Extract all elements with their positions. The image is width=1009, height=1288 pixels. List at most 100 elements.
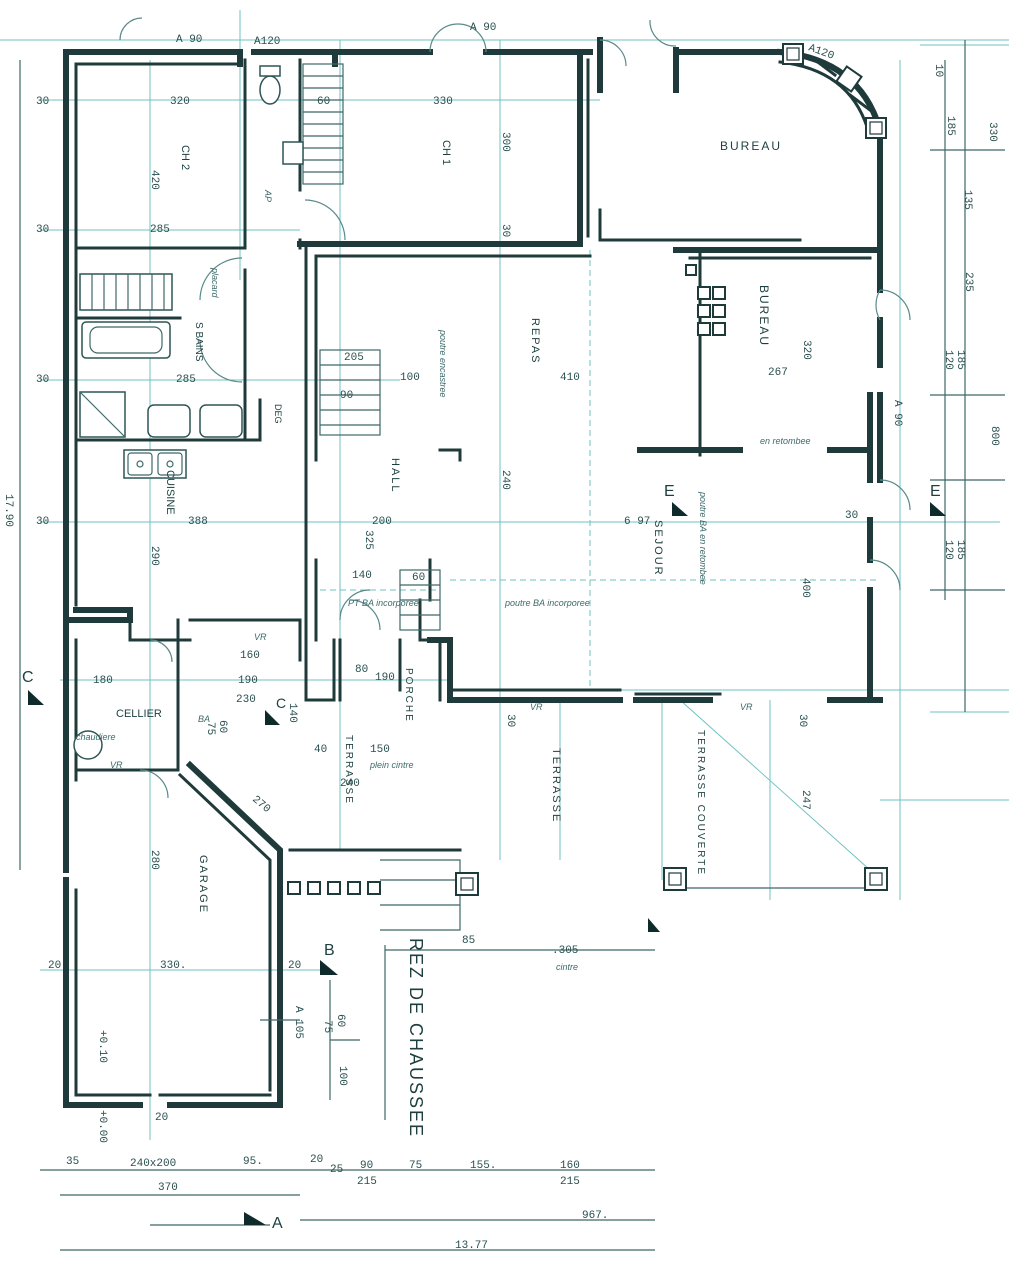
svg-text:VR: VR [530, 702, 543, 712]
sink-icon [123, 449, 187, 479]
svg-text:en retombee: en retombee [760, 436, 811, 446]
fixtures [73, 65, 304, 760]
columns [287, 264, 888, 896]
svg-text:240: 240 [499, 470, 511, 490]
washbasin-icon [147, 404, 191, 438]
svg-text:185: 185 [954, 540, 966, 560]
svg-text:155.: 155. [470, 1160, 496, 1172]
svg-text:VR: VR [740, 702, 753, 712]
svg-text:185: 185 [944, 116, 956, 136]
svg-text:30: 30 [36, 96, 49, 108]
svg-text:215: 215 [560, 1176, 580, 1188]
room-label-bains: S BAINS [193, 322, 204, 362]
room-label-sejour: SEJOUR [652, 520, 664, 577]
svg-text:247: 247 [799, 790, 811, 810]
construction-lines [0, 10, 1009, 1140]
section-label-b: B [324, 942, 335, 959]
svg-text:30: 30 [504, 714, 516, 727]
svg-text:290: 290 [148, 546, 160, 566]
svg-text:240: 240 [340, 778, 360, 790]
washbasin-icon [282, 141, 304, 165]
svg-text:90: 90 [340, 390, 353, 402]
svg-text:285: 285 [176, 374, 196, 386]
svg-text:30: 30 [796, 714, 808, 727]
svg-text:60: 60 [334, 1014, 346, 1027]
walls [63, 37, 883, 1108]
svg-text:160: 160 [240, 650, 260, 662]
svg-text:267: 267 [768, 367, 788, 379]
room-label-deg: DEG [273, 404, 283, 424]
svg-text:230: 230 [236, 694, 256, 706]
room-label-bureau-top: BUREAU [720, 139, 782, 153]
svg-text:320: 320 [800, 340, 812, 360]
svg-text:300: 300 [499, 132, 511, 152]
svg-text:388: 388 [188, 516, 208, 528]
section-marker-icon [28, 690, 44, 705]
column-icon [864, 867, 888, 891]
boiler-icon [73, 730, 103, 760]
svg-text:13.77: 13.77 [455, 1240, 488, 1252]
svg-text:25: 25 [330, 1164, 343, 1176]
svg-text:20: 20 [288, 960, 301, 972]
svg-text:chaudiere: chaudiere [76, 732, 116, 742]
svg-text:placard: placard [210, 267, 220, 299]
svg-text:A 90: A 90 [176, 34, 202, 46]
drawing-title: REZ DE CHAUSSEE [406, 938, 426, 1138]
svg-text:A 90: A 90 [470, 22, 496, 34]
svg-text:30: 30 [845, 510, 858, 522]
svg-text:400: 400 [799, 578, 811, 598]
bathtub-icon [81, 321, 171, 359]
section-marker-icon [320, 960, 338, 975]
section-label-c-left: C [22, 669, 34, 686]
svg-text:A 105: A 105 [292, 1006, 304, 1039]
svg-text:330: 330 [986, 122, 998, 142]
svg-text:285: 285 [150, 224, 170, 236]
room-label-bureau-mid: BUREAU [757, 285, 771, 347]
svg-text:75: 75 [409, 1160, 422, 1172]
svg-text:100: 100 [336, 1066, 348, 1086]
svg-text:10: 10 [932, 64, 944, 77]
svg-text:75: 75 [321, 1020, 333, 1033]
annotations: VR VR VR VR poutre BA incorporee PT BA i… [76, 189, 811, 972]
section-marker-icon [244, 1212, 266, 1225]
svg-text:150: 150 [370, 744, 390, 756]
column-icon [782, 43, 804, 65]
svg-text:BA: BA [198, 714, 210, 724]
svg-text:95.: 95. [243, 1156, 263, 1168]
svg-text:20: 20 [155, 1112, 168, 1124]
svg-text:205: 205 [344, 352, 364, 364]
column-icon [835, 65, 863, 93]
svg-text:plein cintre: plein cintre [369, 760, 414, 770]
room-label-terrasse-couverte: TERRASSE COUVERTE [695, 730, 706, 876]
door-swings [119, 17, 911, 799]
svg-text:190: 190 [238, 675, 258, 687]
svg-text:80: 80 [355, 664, 368, 676]
svg-text:.305: .305 [552, 945, 578, 957]
svg-text:200: 200 [372, 516, 392, 528]
svg-text:140: 140 [352, 570, 372, 582]
svg-text:135: 135 [961, 190, 973, 210]
svg-text:235: 235 [962, 272, 974, 292]
bottom-dimensions: 35 240x200 95. 370 20 25 90 215 75 155. … [66, 1154, 608, 1252]
svg-text:35: 35 [66, 1156, 79, 1168]
svg-text:20: 20 [310, 1154, 323, 1166]
svg-text:poutre encastree: poutre encastree [438, 329, 448, 398]
bay-window [776, 43, 887, 139]
svg-text:800: 800 [988, 426, 1000, 446]
svg-text:240x200: 240x200 [130, 1158, 176, 1170]
svg-text:100: 100 [400, 372, 420, 384]
svg-text:30: 30 [36, 374, 49, 386]
svg-text:410: 410 [560, 372, 580, 384]
radiator-icon [79, 273, 173, 311]
svg-text:AP: AP [263, 189, 273, 202]
column-icon [455, 872, 479, 896]
svg-text:VR: VR [110, 760, 123, 770]
washbasin-icon [199, 404, 243, 438]
room-labels: CH 2 CH 1 BUREAU BUREAU S BAINS CUISINE … [116, 139, 782, 1138]
toilet-icon [259, 75, 281, 105]
svg-text:215: 215 [357, 1176, 377, 1188]
dimension-lines [19, 40, 1005, 1251]
svg-text:A 90: A 90 [891, 400, 903, 426]
room-label-ch1: CH 1 [440, 140, 452, 165]
